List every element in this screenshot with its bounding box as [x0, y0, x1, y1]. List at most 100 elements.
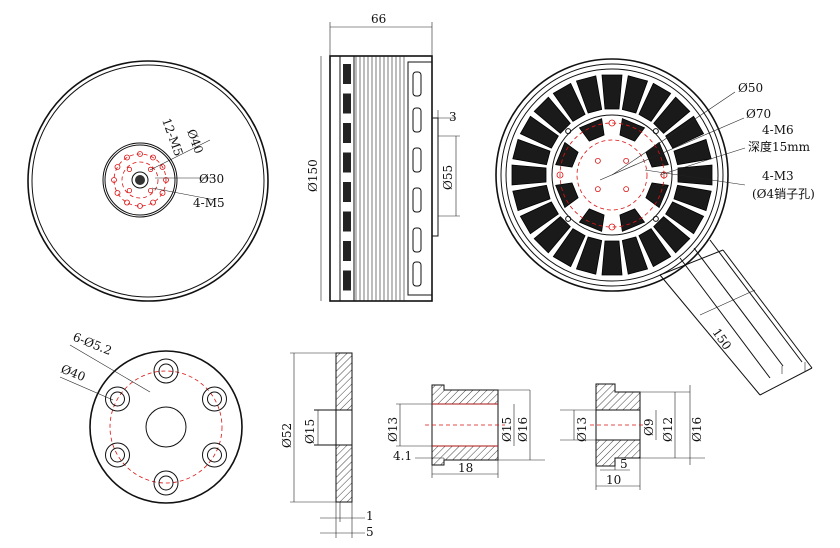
flange-hole-inner [158, 475, 174, 491]
bush2-5-label: 5 [620, 457, 628, 471]
pocket-shape [619, 208, 646, 232]
stator-slot [519, 115, 559, 149]
slot-shape [621, 75, 649, 114]
pin-hole [623, 186, 630, 193]
bolt-hole [159, 190, 166, 196]
stator-slot [552, 228, 586, 268]
stator-slot [575, 75, 603, 114]
flange-hole-outer [105, 442, 131, 468]
stator-slot [601, 74, 623, 110]
stator-slot [677, 164, 713, 186]
slot-shape [673, 138, 712, 166]
side-slot [343, 241, 351, 261]
flange-hole-inner [206, 391, 222, 407]
flange-hole-inner [110, 447, 126, 463]
rear-d50-label: Ø50 [738, 81, 763, 95]
pin-hole [594, 157, 601, 164]
side-hub-windows [412, 71, 422, 287]
side-view: 66 Ø150 Ø55 3 [306, 12, 460, 302]
flange-side-d15-label: Ø15 [303, 419, 317, 444]
bushing-2-section: Ø13 Ø9 Ø12 Ø16 5 10 [560, 383, 705, 490]
pocket-shape [555, 141, 579, 168]
bolt-hole [159, 164, 166, 170]
stator-slot [638, 82, 672, 122]
pin-hole [623, 157, 630, 164]
slot-shape [665, 115, 705, 149]
slot-shape [519, 115, 559, 149]
flange-hole-outer [153, 470, 179, 496]
front-d30-label: Ø30 [199, 172, 224, 186]
slot-shape [511, 164, 547, 186]
slot-shape [601, 240, 623, 276]
flange-front-view: 6-Ø5.2 Ø40 [59, 330, 243, 504]
pocket-shape [578, 118, 605, 142]
slot-shape [512, 138, 551, 166]
bush1-d15-label: Ø15 [500, 417, 514, 442]
side-cooling-fins [355, 56, 405, 301]
m5-hole [126, 166, 132, 172]
m6-hole [556, 171, 564, 179]
rear-m6-label: 4-M6 [762, 123, 794, 137]
bush2-d12-label: Ø12 [661, 417, 675, 442]
rear-mount-holes [556, 119, 668, 231]
rear-depth-label: 深度15mm [748, 139, 811, 154]
flange-d40-label: Ø40 [59, 362, 88, 384]
stator-slot [533, 96, 571, 134]
slot-shape [575, 75, 603, 114]
side-3-label: 3 [449, 110, 457, 124]
inner-pocket [619, 118, 646, 142]
side-slot [343, 211, 351, 232]
stator-slot [638, 228, 672, 268]
stator-slot [665, 115, 705, 149]
stator-slot [575, 236, 603, 275]
hub-window [412, 261, 422, 287]
bolt-hole [124, 154, 130, 161]
inner-pocket [555, 182, 579, 209]
flange-holes-label: 6-Ø5.2 [71, 330, 114, 358]
m6-hole [608, 119, 616, 127]
slot-shape [552, 228, 586, 268]
slot-shape [519, 201, 559, 235]
stator-slot [601, 240, 623, 276]
side-slot [343, 182, 351, 202]
bush1-d16-label: Ø16 [516, 417, 530, 442]
slot-shape [552, 82, 586, 122]
flange-holes [105, 358, 227, 496]
stator-slot [653, 96, 691, 134]
flange-hole-outer [153, 358, 179, 384]
flange-side-5-label: 5 [366, 525, 374, 539]
pocket-shape [578, 208, 605, 232]
bolt-hole [114, 164, 121, 170]
stator-slot [519, 201, 559, 235]
pocket-shape [619, 118, 646, 142]
hub-window [412, 227, 422, 253]
stator-slot [621, 75, 649, 114]
front-view: 12-M5 Ø40 Ø30 4-M5 [27, 60, 269, 302]
hub-window [412, 71, 422, 97]
slot-shape [621, 236, 649, 275]
bush1-41-label: 4.1 [393, 449, 412, 463]
pin-hole [594, 186, 601, 193]
hub-window [412, 107, 422, 133]
bush2-d13-label: Ø13 [575, 417, 589, 442]
rear-stator-slots [511, 74, 713, 276]
bush1-18-label: 18 [458, 461, 473, 475]
stator-slot [621, 236, 649, 275]
cable: 150 [659, 239, 813, 396]
side-slot [343, 93, 351, 114]
side-slot [343, 64, 351, 84]
rear-inner-pockets [555, 118, 669, 232]
stator-slot [673, 138, 712, 166]
slot-shape [533, 216, 571, 254]
m3-hole [565, 215, 572, 222]
rear-view: 150 Ø50 Ø70 4-M6 深度15mm 4-M3 (Ø4销子孔) [495, 58, 815, 396]
flange-hole-outer [201, 386, 227, 412]
stator-slot [533, 216, 571, 254]
rear-m3-label: 4-M3 [762, 169, 794, 183]
flange-hole-inner [158, 363, 174, 379]
side-slot [343, 270, 351, 291]
side-width-label: 66 [371, 12, 386, 26]
inner-pocket [578, 118, 605, 142]
inner-pocket [645, 182, 669, 209]
